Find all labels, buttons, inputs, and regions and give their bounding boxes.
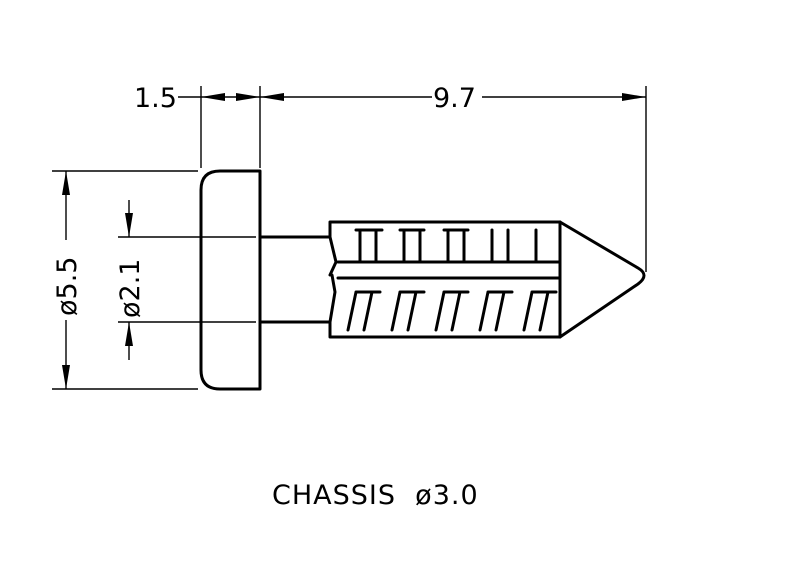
upper-ribs [354,228,538,264]
rivet-tip [558,220,646,339]
rivet-body [328,220,562,339]
rivet-head [199,169,262,391]
dim-neck-diameter: ø2.1 [115,200,256,360]
caption: CHASSIS ø3.0 [272,480,479,511]
dim-shank-length-label: 9.7 [433,83,476,114]
lower-ribs [346,290,558,332]
dim-neck-diameter-label: ø2.1 [115,259,146,318]
rivet-part [199,169,646,391]
dim-head-diameter: ø5.5 [52,170,198,390]
dim-head-diameter-label: ø5.5 [52,257,83,316]
rivet-neck [258,235,332,324]
dim-head-thickness-label: 1.5 [134,83,177,114]
dim-head-thickness: 1.5 [134,83,261,168]
rivet-slit [336,260,562,280]
dim-shank-length: 9.7 [260,83,647,272]
